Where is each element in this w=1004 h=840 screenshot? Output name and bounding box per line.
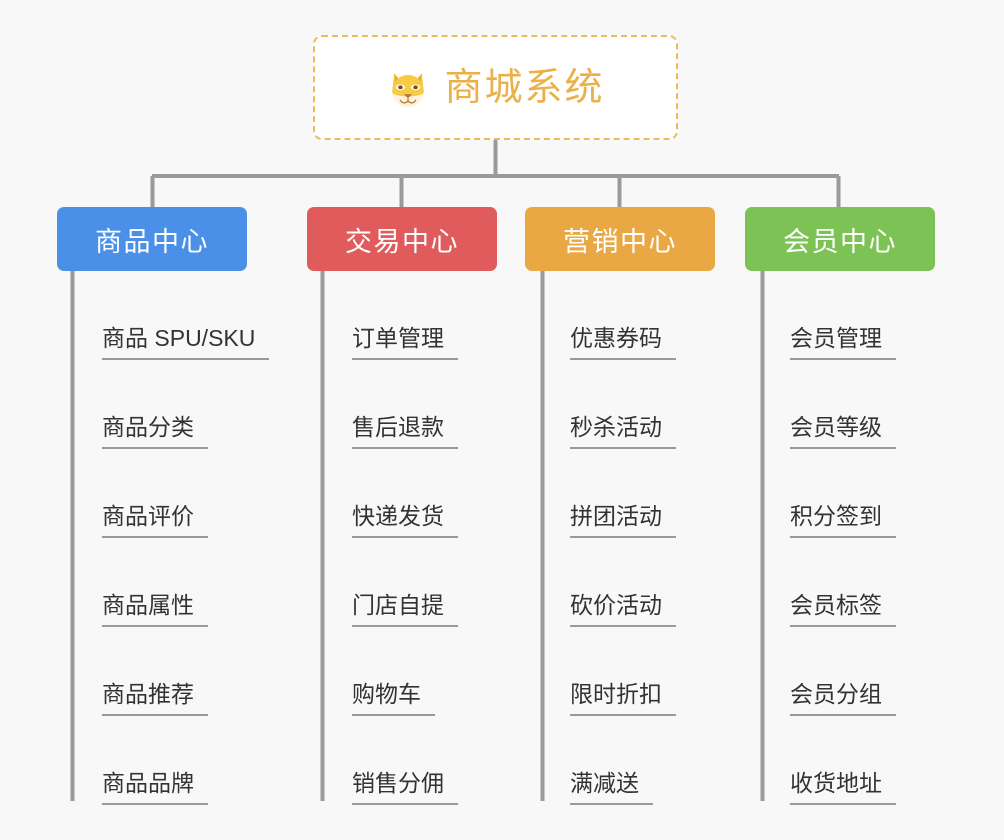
shiba-dog-face-icon — [392, 72, 425, 107]
leaf-item[interactable]: 快递发货 — [307, 449, 497, 538]
leaf-item[interactable]: 商品分类 — [57, 360, 269, 449]
leaf-item[interactable]: 秒杀活动 — [525, 360, 715, 449]
column-header-member-center[interactable]: 会员中心 — [745, 207, 935, 271]
leaf-item[interactable]: 商品推荐 — [57, 627, 269, 716]
leaf-item[interactable]: 积分签到 — [745, 449, 935, 538]
column-header-product-center[interactable]: 商品中心 — [57, 207, 247, 271]
leaf-item-label: 销售分佣 — [352, 770, 458, 805]
column-product-center: 商品中心商品 SPU/SKU 商品分类商品评价商品属性商品推荐商品品牌 — [57, 207, 270, 805]
leaf-item[interactable]: 限时折扣 — [525, 627, 715, 716]
leaf-list-product-center: 商品 SPU/SKU 商品分类商品评价商品属性商品推荐商品品牌 — [57, 271, 270, 805]
column-member-center: 会员中心会员管理会员等级积分签到会员标签会员分组收货地址 — [745, 207, 935, 805]
column-header-marketing-center[interactable]: 营销中心 — [525, 207, 715, 271]
leaf-item-label: 订单管理 — [352, 325, 458, 360]
column-marketing-center: 营销中心优惠券码秒杀活动拼团活动砍价活动限时折扣满减送 — [525, 207, 715, 805]
root-node[interactable]: 商城系统 — [313, 35, 678, 140]
leaf-item-label: 砍价活动 — [570, 592, 676, 627]
leaf-item-label: 收货地址 — [790, 770, 896, 805]
leaf-item-label: 商品品牌 — [102, 770, 208, 805]
leaf-item[interactable]: 商品属性 — [57, 538, 269, 627]
leaf-item[interactable]: 会员标签 — [745, 538, 935, 627]
leaf-item-label: 会员管理 — [790, 325, 896, 360]
column-trade-center: 交易中心订单管理售后退款快递发货门店自提购物车销售分佣 — [307, 207, 497, 805]
leaf-item-label: 优惠券码 — [570, 325, 676, 360]
leaf-item-label: 门店自提 — [352, 592, 458, 627]
leaf-item[interactable]: 满减送 — [525, 716, 715, 805]
column-header-label: 营销中心 — [563, 226, 677, 257]
leaf-item[interactable]: 售后退款 — [307, 360, 497, 449]
leaf-item[interactable]: 会员分组 — [745, 627, 935, 716]
leaf-item-label: 会员标签 — [790, 592, 896, 627]
leaf-item-label: 商品分类 — [102, 414, 208, 449]
leaf-item-label: 商品评价 — [102, 503, 208, 538]
leaf-list-member-center: 会员管理会员等级积分签到会员标签会员分组收货地址 — [745, 271, 935, 805]
leaf-item-label: 商品属性 — [102, 592, 208, 627]
leaf-item-label: 限时折扣 — [570, 681, 676, 716]
leaf-item[interactable]: 会员等级 — [745, 360, 935, 449]
leaf-item-label: 快递发货 — [352, 503, 458, 538]
leaf-item-label: 会员分组 — [790, 681, 896, 716]
leaf-item[interactable]: 拼团活动 — [525, 449, 715, 538]
leaf-item[interactable]: 会员管理 — [745, 271, 935, 360]
leaf-item[interactable]: 商品品牌 — [57, 716, 269, 805]
column-header-label: 交易中心 — [345, 226, 459, 257]
leaf-item[interactable]: 门店自提 — [307, 538, 497, 627]
leaf-item-label: 售后退款 — [352, 414, 458, 449]
leaf-item-label: 购物车 — [352, 681, 435, 716]
column-header-trade-center[interactable]: 交易中心 — [307, 207, 497, 271]
leaf-item[interactable]: 砍价活动 — [525, 538, 715, 627]
leaf-item-label: 拼团活动 — [570, 503, 676, 538]
leaf-item-label: 秒杀活动 — [570, 414, 676, 449]
leaf-item-label: 满减送 — [570, 770, 653, 805]
leaf-item[interactable]: 购物车 — [307, 627, 497, 716]
leaf-item-label: 积分签到 — [790, 503, 896, 538]
leaf-item-label: 商品 SPU/SKU — [102, 325, 270, 360]
leaf-list-marketing-center: 优惠券码秒杀活动拼团活动砍价活动限时折扣满减送 — [525, 271, 715, 805]
leaf-item[interactable]: 商品评价 — [57, 449, 269, 538]
leaf-item[interactable]: 商品 SPU/SKU — [57, 271, 270, 360]
leaf-item[interactable]: 优惠券码 — [525, 271, 715, 360]
column-header-label: 商品中心 — [95, 226, 209, 257]
leaf-item-label: 会员等级 — [790, 414, 896, 449]
leaf-item[interactable]: 收货地址 — [745, 716, 935, 805]
leaf-list-trade-center: 订单管理售后退款快递发货门店自提购物车销售分佣 — [307, 271, 497, 805]
column-header-label: 会员中心 — [783, 226, 897, 257]
leaf-item[interactable]: 订单管理 — [307, 271, 497, 360]
root-title: 商城系统 — [444, 66, 605, 109]
leaf-item[interactable]: 销售分佣 — [307, 716, 497, 805]
leaf-item-label: 商品推荐 — [102, 681, 208, 716]
